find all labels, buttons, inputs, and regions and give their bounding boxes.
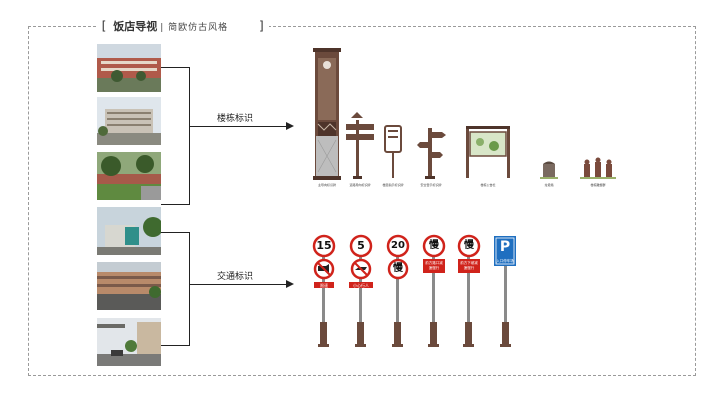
arrowhead-building	[286, 122, 294, 130]
group-label-building: 楼栋标识	[217, 114, 254, 124]
group-label-traffic: 交通标识	[217, 272, 254, 282]
title-bracket-right: ]	[258, 19, 266, 33]
hotel-photo-3	[97, 152, 161, 200]
sign-6-caption: 入口停车场	[496, 259, 514, 263]
sign-5-top-text: 慢	[464, 240, 474, 251]
hotel-photo-5	[97, 262, 161, 310]
arrow-traffic	[189, 284, 287, 285]
title-bracket-left: [	[100, 19, 108, 33]
caption-direction-post: 道路导向标识牌	[349, 183, 371, 187]
hotel-photo-4	[97, 207, 161, 255]
title-main: 饭店导视	[113, 20, 158, 33]
sign-4-top-text: 慢	[429, 240, 439, 251]
caption-floor-indicator: 楼层指示标识牌	[382, 183, 404, 187]
sign-1-top-text: 15	[316, 239, 332, 252]
content-frame	[28, 26, 696, 376]
hotel-photo-1	[97, 44, 161, 92]
page-title: [ 饭店导视 | 简欧仿古风格 ]	[96, 16, 270, 36]
sign-6-top-text: P	[499, 239, 511, 255]
group-bracket-building	[161, 67, 190, 205]
caption-main-tower: 主导向标识牌	[317, 183, 337, 187]
caption-trash-bin: 垃圾箱	[544, 183, 554, 187]
hotel-photo-6	[97, 318, 161, 366]
title-subtitle: | 简欧仿古风格	[160, 22, 229, 33]
hotel-photo-2	[97, 97, 161, 145]
sign-1-caption: 限速	[320, 283, 328, 288]
sign-3-top-text: 20	[391, 240, 405, 251]
group-bracket-traffic	[161, 232, 190, 346]
caption-sculpture-group: 楼栋雕塑群	[590, 183, 606, 187]
arrow-building	[189, 126, 287, 127]
sign-2-caption: 小心行人	[353, 283, 369, 288]
caption-safety-arrow: 安全警示标识牌	[420, 183, 442, 187]
sign-4-caption: 前方路口减速慢行	[425, 261, 443, 270]
caption-bulletin-board: 楼栋公告栏	[480, 183, 496, 187]
sign-3-mid-text: 慢	[393, 263, 403, 274]
sign-5-caption: 前方下坡减速慢行	[460, 261, 478, 270]
sign-2-top-text: 5	[357, 239, 365, 252]
arrowhead-traffic	[286, 280, 294, 288]
